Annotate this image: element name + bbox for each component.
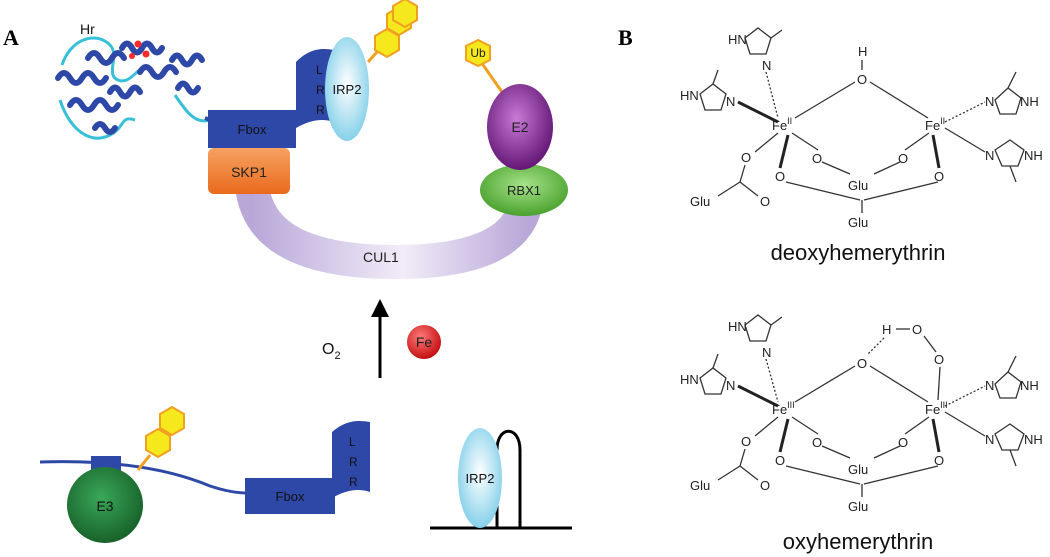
oxy-n-1: N	[762, 345, 771, 360]
ub-hexagon	[465, 38, 504, 93]
oxy-n-3: N	[985, 378, 994, 393]
deoxy-fe-left: FeII	[772, 116, 792, 133]
skp1-label: SKP1	[231, 164, 267, 180]
fe-atom	[407, 325, 441, 359]
oxy-o-bridge: O	[857, 356, 867, 371]
deoxy-nh-2: NH	[1024, 148, 1043, 163]
deoxy-n-4: N	[985, 148, 994, 163]
cul1-scaffold	[235, 182, 545, 280]
oxyhemerythrin-structure: HN N HN N FeIII FeIII H O O O O O O O Gl…	[680, 314, 1043, 514]
deoxyhemerythrin-title: deoxyhemerythrin	[771, 240, 946, 265]
panel-b-label: B	[618, 25, 633, 50]
oxy-o-5: O	[741, 434, 751, 449]
rbx1-protein	[480, 164, 568, 216]
rbx1-label: RBX1	[507, 183, 541, 198]
lrr-bottom-letter-1: L	[349, 435, 356, 449]
deoxy-glu-2: Glu	[848, 215, 868, 230]
deoxy-fe-right: FeII	[925, 116, 945, 133]
deoxy-n-1: N	[762, 58, 771, 73]
oxy-o-4: O	[934, 453, 944, 468]
irp2-label: IRP2	[333, 82, 362, 97]
hr-label: Hr	[80, 21, 95, 37]
oxy-o-peroxide-2: O	[934, 352, 944, 367]
oxy-hn-1: HN	[728, 319, 747, 334]
oxy-glu-1: Glu	[848, 462, 868, 477]
oxy-nh-2: NH	[1024, 432, 1043, 447]
fbox-bottom-box	[245, 478, 335, 514]
e2-label: E2	[511, 119, 528, 135]
oxy-o-2: O	[775, 453, 785, 468]
oxy-hn-2: HN	[680, 372, 699, 387]
oxy-fe-left: FeIII	[772, 400, 795, 417]
lrr-bottom-letter-2: R	[349, 455, 358, 469]
oxy-n-4: N	[985, 432, 994, 447]
ub-label: Ub	[470, 46, 486, 60]
deoxy-nh-1: NH	[1020, 94, 1039, 109]
oxy-o-6: O	[760, 478, 770, 493]
panel-a-label: A	[3, 25, 19, 50]
irp2-bottom-protein	[458, 428, 502, 528]
cul1-label: CUL1	[363, 249, 399, 265]
lrr-domain	[296, 49, 334, 128]
oxy-h: H	[882, 322, 891, 337]
lrr-letter-3: R	[316, 103, 325, 117]
oxy-n-2: N	[726, 378, 735, 393]
fbox-box	[208, 110, 296, 148]
fe-label: Fe	[416, 334, 433, 350]
oxy-o-3: O	[898, 435, 908, 450]
deoxy-o-6: O	[760, 194, 770, 209]
e2-protein	[487, 84, 553, 170]
deoxy-o-bridge: O	[857, 72, 867, 87]
deoxy-hn-2: HN	[680, 88, 699, 103]
deoxy-hn-1: HN	[728, 32, 747, 47]
irp2-protein	[325, 37, 369, 141]
oxy-o-peroxide-1: O	[912, 322, 922, 337]
e3-protein	[67, 467, 143, 543]
deoxy-o-2: O	[775, 169, 785, 184]
oxy-fe-right: FeIII	[925, 400, 948, 417]
fbox-label: Fbox	[238, 122, 267, 137]
hr-protein-ribbon	[55, 36, 216, 140]
irp2-bottom-label: IRP2	[466, 471, 495, 486]
deoxy-glu-3: Glu	[690, 194, 710, 209]
deoxy-o-4: O	[934, 169, 944, 184]
skp1-box	[208, 148, 290, 194]
oxy-glu-3: Glu	[690, 478, 710, 493]
deoxy-o-5: O	[741, 150, 751, 165]
deoxyhemerythrin-structure: HN N HN N FeII FeII H O O O O O Glu Glu	[680, 27, 1043, 230]
deoxy-o-1: O	[812, 151, 822, 166]
oxy-nh-1: NH	[1020, 378, 1039, 393]
lrr-bottom-domain	[332, 421, 370, 498]
oxyhemerythrin-title: oxyhemerythrin	[783, 529, 933, 554]
e3-label: E3	[96, 498, 113, 514]
deoxy-glu-1: Glu	[848, 178, 868, 193]
lrr-letter-2: R	[316, 83, 325, 97]
deoxy-n-2: N	[726, 94, 735, 109]
oxy-o-1: O	[812, 435, 822, 450]
ubiquitin-chain	[366, 0, 418, 64]
ubiquitin-chain-bottom	[136, 405, 185, 471]
deoxy-h: H	[858, 44, 867, 59]
oxy-glu-2: Glu	[848, 499, 868, 514]
lrr-letter-1: L	[316, 63, 323, 77]
deoxy-o-3: O	[898, 151, 908, 166]
deoxy-n-3: N	[985, 94, 994, 109]
fbox-bottom-label: Fbox	[276, 489, 305, 504]
lrr-bottom-letter-3: R	[349, 475, 358, 489]
o2-label: O2	[322, 341, 341, 362]
